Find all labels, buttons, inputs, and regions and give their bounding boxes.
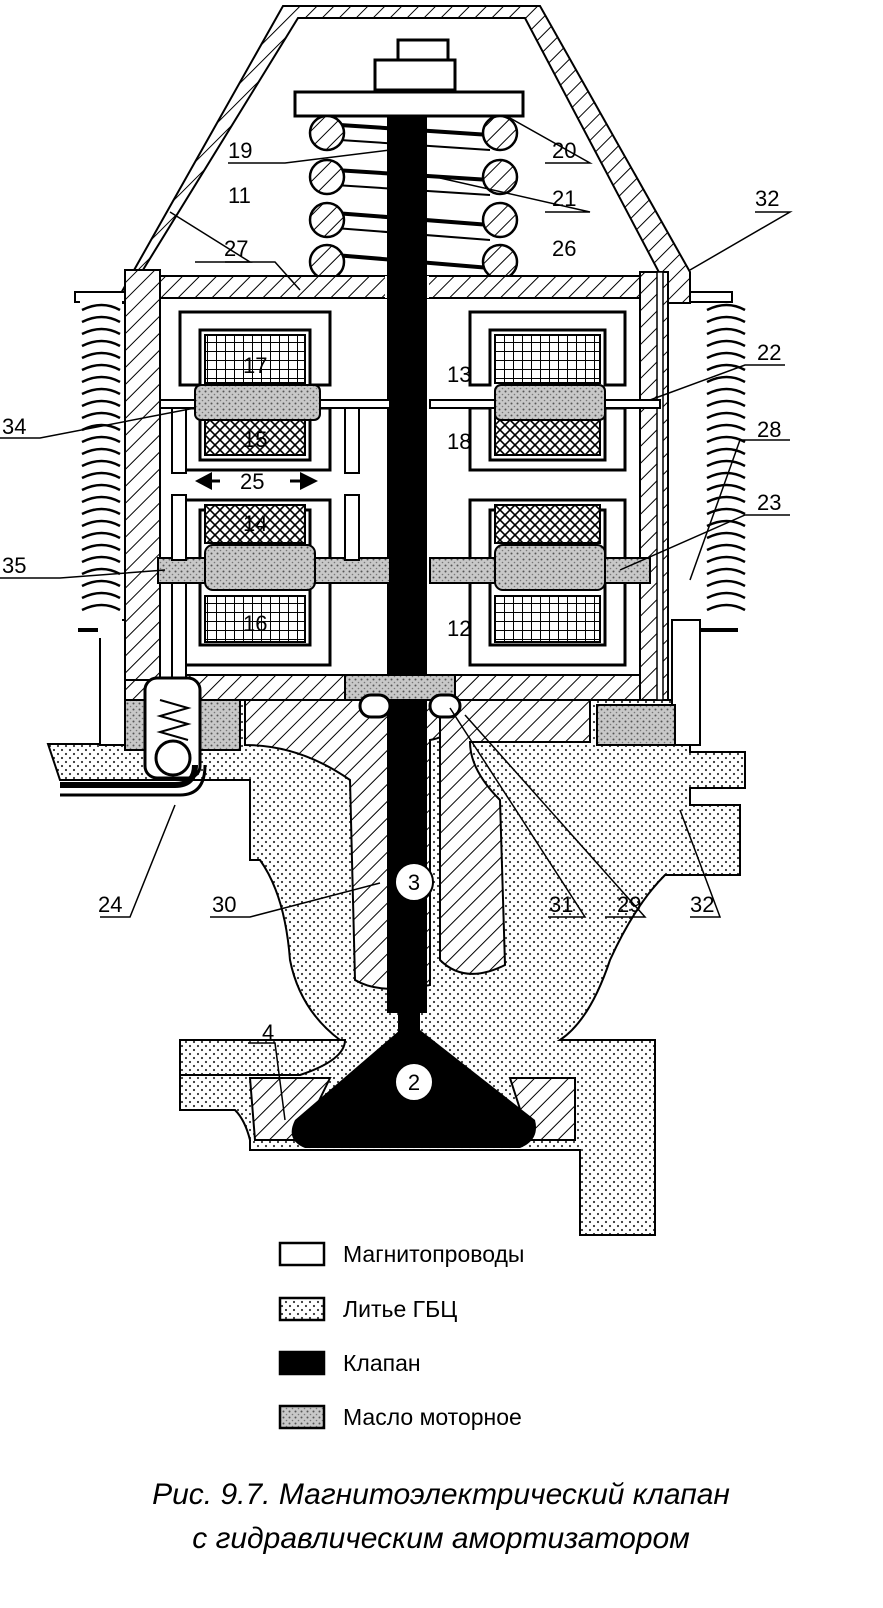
bellows <box>78 298 747 638</box>
label-11: 11 <box>228 183 251 208</box>
legend-valve: Клапан <box>343 1350 421 1376</box>
label-2-circle <box>394 1062 434 1102</box>
legend-swatch-casting <box>278 1296 326 1322</box>
label-26: 26 <box>552 236 576 261</box>
label-20: 20 <box>552 138 576 163</box>
callout-labels: 3 2 4 11 12 13 14 15 16 17 18 19 20 21 2… <box>2 138 781 1102</box>
label-35: 35 <box>2 553 26 578</box>
label-30: 30 <box>212 892 236 917</box>
legend-swatch-magnet-cores <box>278 1241 326 1267</box>
valve-stem-seal <box>358 693 462 719</box>
label-19: 19 <box>228 138 252 163</box>
label-23: 23 <box>757 490 781 515</box>
caption-line-2: с гидравлическим амортизатором <box>192 1522 690 1555</box>
label-17: 17 <box>243 353 267 378</box>
label-24: 24 <box>98 892 122 917</box>
label-28: 28 <box>757 417 781 442</box>
label-13: 13 <box>447 362 471 387</box>
legend-oil: Масло моторное <box>343 1404 522 1430</box>
label-25: 25 <box>240 469 264 494</box>
label-3-circle <box>394 862 434 902</box>
label-34: 34 <box>2 414 26 439</box>
legend-casting: Литье ГБЦ <box>343 1296 457 1322</box>
leader-lines <box>0 117 793 1121</box>
legend-magnet-cores: Магнитопроводы <box>343 1241 524 1267</box>
label-12: 12 <box>447 616 471 641</box>
label-2: 2 <box>408 1070 420 1095</box>
oil-pocket <box>596 704 676 746</box>
label-14: 14 <box>243 511 267 536</box>
coils <box>204 334 601 643</box>
label-29: 29 <box>617 892 641 917</box>
damper-passages <box>171 407 360 684</box>
label-3: 3 <box>408 870 420 895</box>
label-22: 22 <box>757 340 781 365</box>
label-4: 4 <box>262 1020 274 1045</box>
label-21: 21 <box>552 186 576 211</box>
label-31: 31 <box>549 892 573 917</box>
label-32-bottom: 32 <box>690 892 714 917</box>
flow-arrows <box>195 472 318 490</box>
caption-line-1: Рис. 9.7. Магнитоэлектрический клапан <box>152 1478 730 1511</box>
label-32-top: 32 <box>755 186 779 211</box>
armatures <box>157 384 661 591</box>
figure-caption: Рис. 9.7. Магнитоэлектрический клапан с … <box>152 1478 730 1555</box>
label-16: 16 <box>243 611 267 636</box>
legend-swatch-oil <box>278 1404 326 1430</box>
label-27: 27 <box>224 236 248 261</box>
label-18: 18 <box>447 429 471 454</box>
legend-swatch-valve <box>278 1350 326 1376</box>
label-15: 15 <box>243 427 267 452</box>
spring-retainer <box>293 90 525 118</box>
check-valve <box>60 676 241 797</box>
legend: Магнитопроводы Литье ГБЦ Клапан Масло мо… <box>278 1241 524 1430</box>
